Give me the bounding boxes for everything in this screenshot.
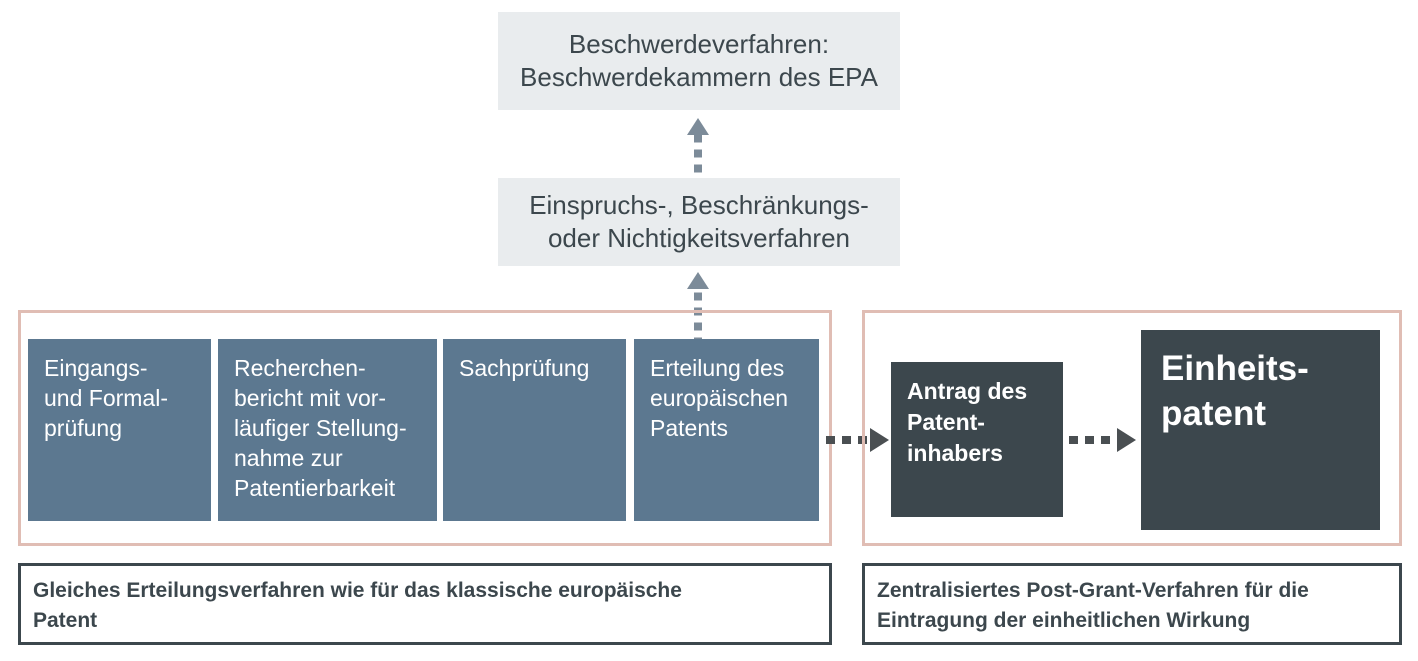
connector-request-to-unitary-line (1069, 436, 1121, 444)
box-appeal-boards: Beschwerdeverfahren: Beschwerdekammern d… (498, 12, 900, 110)
box-opposition-proceedings-label: Einspruchs-, Beschränkungs- oder Nichtig… (529, 190, 869, 253)
connector-grant-to-opposition-line (694, 288, 702, 342)
caption-left-label: Gleiches Erteilungsverfahren wie für das… (33, 579, 682, 632)
stage-entry-formal: Eingangs- und Formal- prüfung (28, 339, 211, 521)
caption-right-label: Zentralisiertes Post-Grant-Verfahren für… (877, 579, 1309, 632)
connector-grant-to-opposition (685, 272, 711, 342)
connector-grant-to-opposition-arrowhead (687, 272, 709, 289)
stage-substantive-exam-label: Sachprüfung (459, 355, 590, 381)
caption-left: Gleiches Erteilungsverfahren wie für das… (18, 563, 832, 645)
connector-opposition-to-appeal-arrowhead (687, 118, 709, 135)
connector-grant-to-request-line (826, 436, 874, 444)
connector-request-to-unitary-arrowhead (1117, 428, 1136, 452)
connector-opposition-to-appeal (685, 118, 711, 180)
caption-right: Zentralisiertes Post-Grant-Verfahren für… (862, 563, 1402, 645)
stage-search-report-label: Recherchen- bericht mit vor- läufiger St… (234, 355, 407, 501)
group-grant-procedure (18, 310, 832, 546)
stage-proprietor-request-label: Antrag des Patent- inhabers (907, 378, 1028, 466)
box-opposition-proceedings: Einspruchs-, Beschränkungs- oder Nichtig… (498, 178, 900, 266)
connector-request-to-unitary (1069, 428, 1141, 452)
stage-proprietor-request: Antrag des Patent- inhabers (891, 362, 1063, 517)
stage-search-report: Recherchen- bericht mit vor- läufiger St… (218, 339, 437, 521)
stage-entry-formal-label: Eingangs- und Formal- prüfung (44, 355, 168, 441)
stage-unitary-patent: Einheits- patent (1141, 330, 1380, 530)
stage-grant-label: Erteilung des europäischen Patents (650, 355, 789, 441)
stage-substantive-exam: Sachprüfung (443, 339, 626, 521)
stage-unitary-patent-label: Einheits- patent (1161, 349, 1309, 433)
stage-grant: Erteilung des europäischen Patents (634, 339, 819, 521)
connector-grant-to-request-arrowhead (870, 428, 889, 452)
connector-opposition-to-appeal-line (694, 134, 702, 180)
connector-grant-to-request (826, 428, 892, 452)
box-appeal-boards-label: Beschwerdeverfahren: Beschwerdekammern d… (520, 29, 878, 92)
group-post-grant-procedure (862, 310, 1402, 546)
